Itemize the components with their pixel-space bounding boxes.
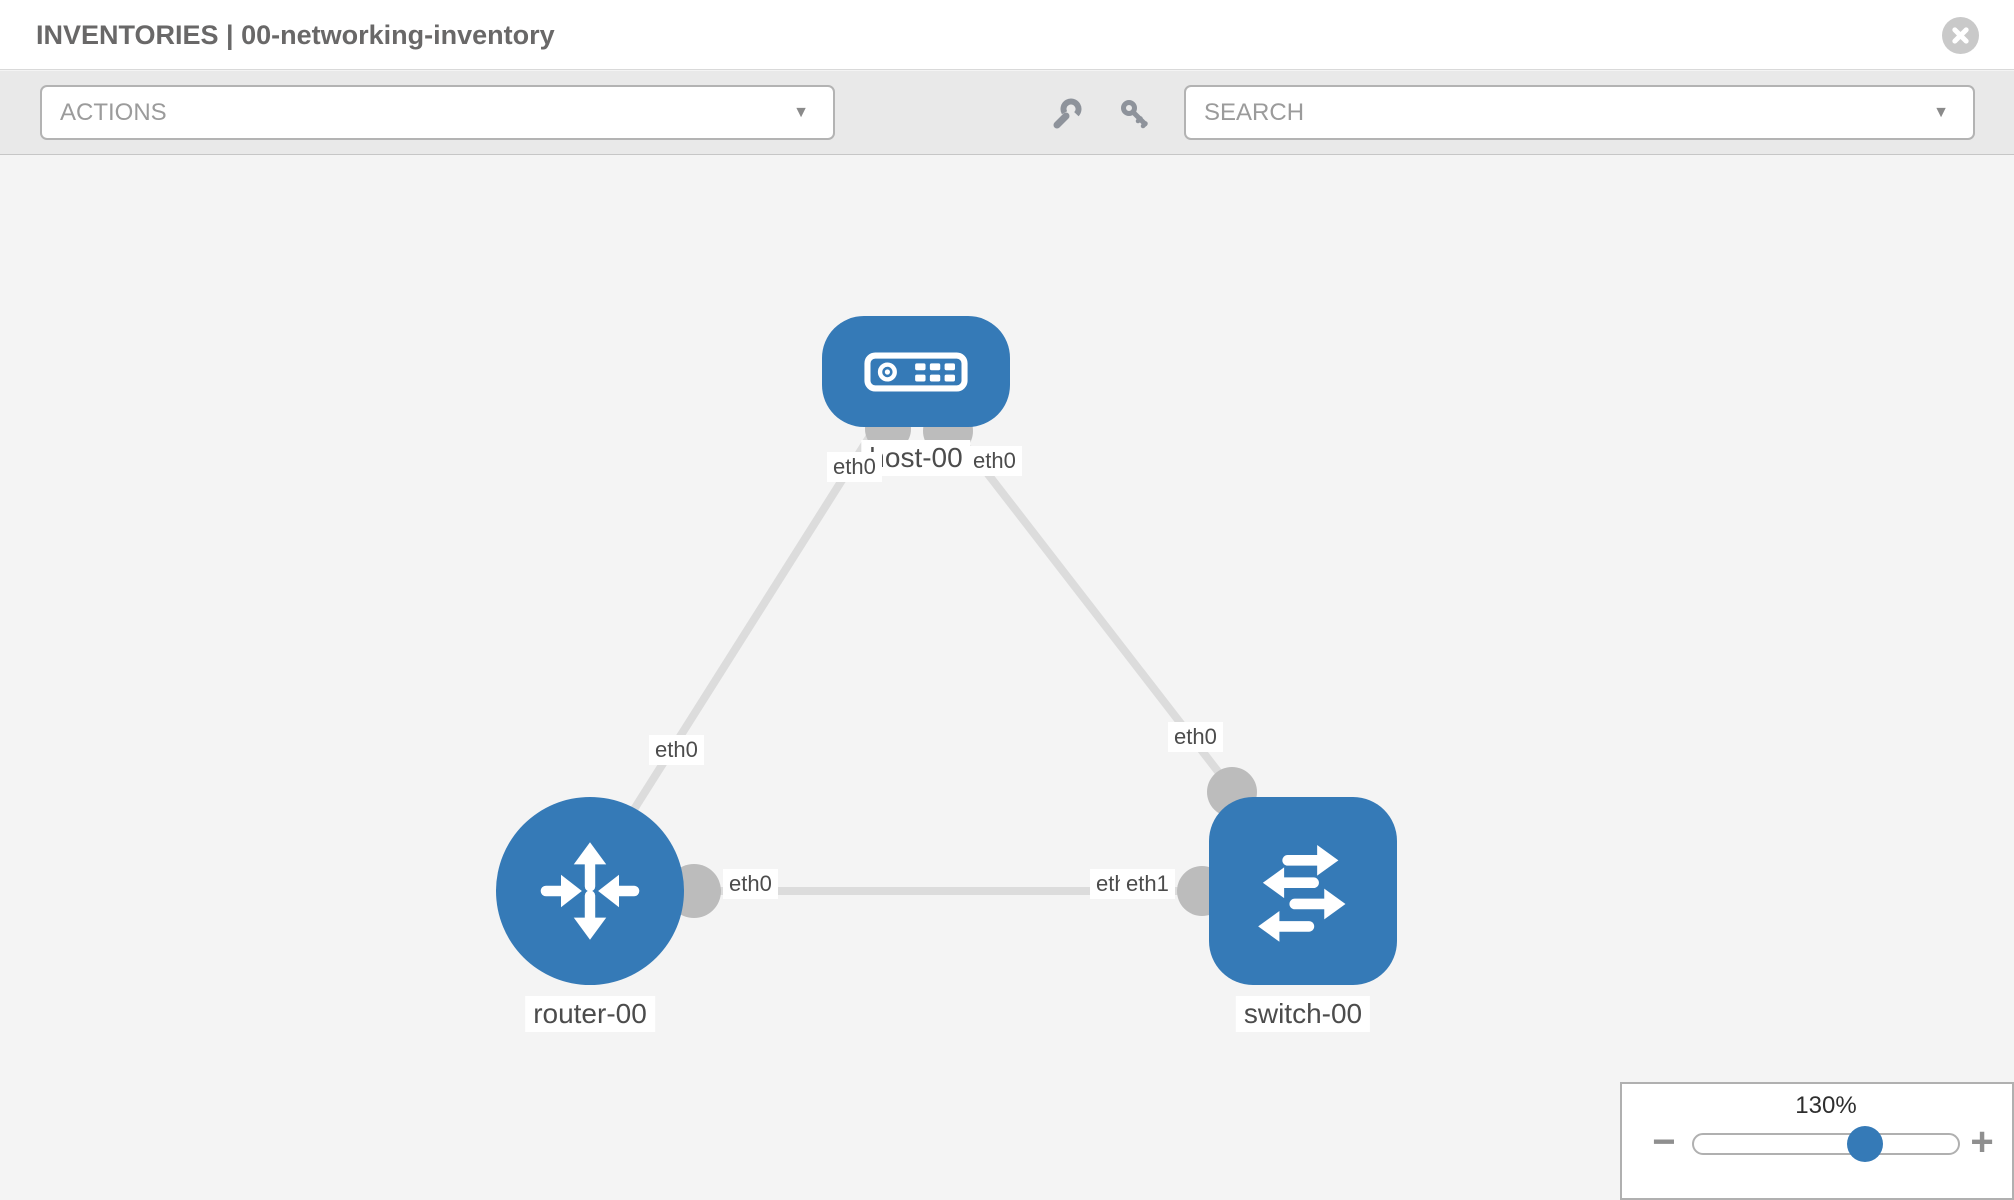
toolbar: ACTIONS ▼ SEARCH ▼ [0, 71, 2014, 155]
zoom-out-button[interactable]: − [1652, 1120, 1676, 1164]
zoom-slider-track[interactable] [1692, 1133, 1960, 1155]
node-switch-00[interactable] [1209, 797, 1397, 985]
page-title: INVENTORIES | 00-networking-inventory [36, 20, 555, 50]
key-icon[interactable] [1119, 98, 1151, 130]
link-host-router[interactable] [598, 417, 884, 863]
zoom-panel: 130% − + [1620, 1082, 2014, 1200]
search-dropdown[interactable]: SEARCH ▼ [1184, 85, 1975, 140]
chevron-down-icon: ▼ [1933, 104, 1949, 121]
close-icon[interactable] [1942, 17, 1979, 54]
chevron-down-icon: ▼ [793, 104, 809, 121]
node-label-router: router-00 [525, 996, 655, 1032]
zoom-in-button[interactable]: + [1970, 1120, 1994, 1164]
iface-label-switch-from-host: eth0 [1168, 722, 1223, 752]
zoom-slider-thumb[interactable] [1847, 1126, 1883, 1162]
actions-dropdown-label: ACTIONS [60, 99, 167, 126]
wrench-icon[interactable] [1050, 98, 1082, 130]
actions-dropdown[interactable]: ACTIONS ▼ [40, 85, 835, 140]
router-arrows-icon [540, 842, 640, 940]
zoom-percentage: 130% [1795, 1092, 1857, 1119]
iface-label-switch-eth1: eth1 [1120, 869, 1175, 899]
iface-label-router-to-switch: eth0 [723, 869, 778, 899]
node-router-00[interactable] [496, 797, 684, 985]
node-label-switch: switch-00 [1235, 996, 1371, 1032]
search-dropdown-label: SEARCH [1204, 99, 1305, 126]
server-icon [864, 352, 968, 391]
iface-label-host-to-switch: eth0 [967, 446, 1022, 476]
title-bar: INVENTORIES | 00-networking-inventory [0, 0, 2014, 70]
node-host-00[interactable] [822, 316, 1010, 427]
switch-arrows-icon [1258, 844, 1346, 942]
iface-label-router-from-host: eth0 [649, 735, 704, 765]
iface-label-host-to-router: eth0 [827, 452, 882, 482]
